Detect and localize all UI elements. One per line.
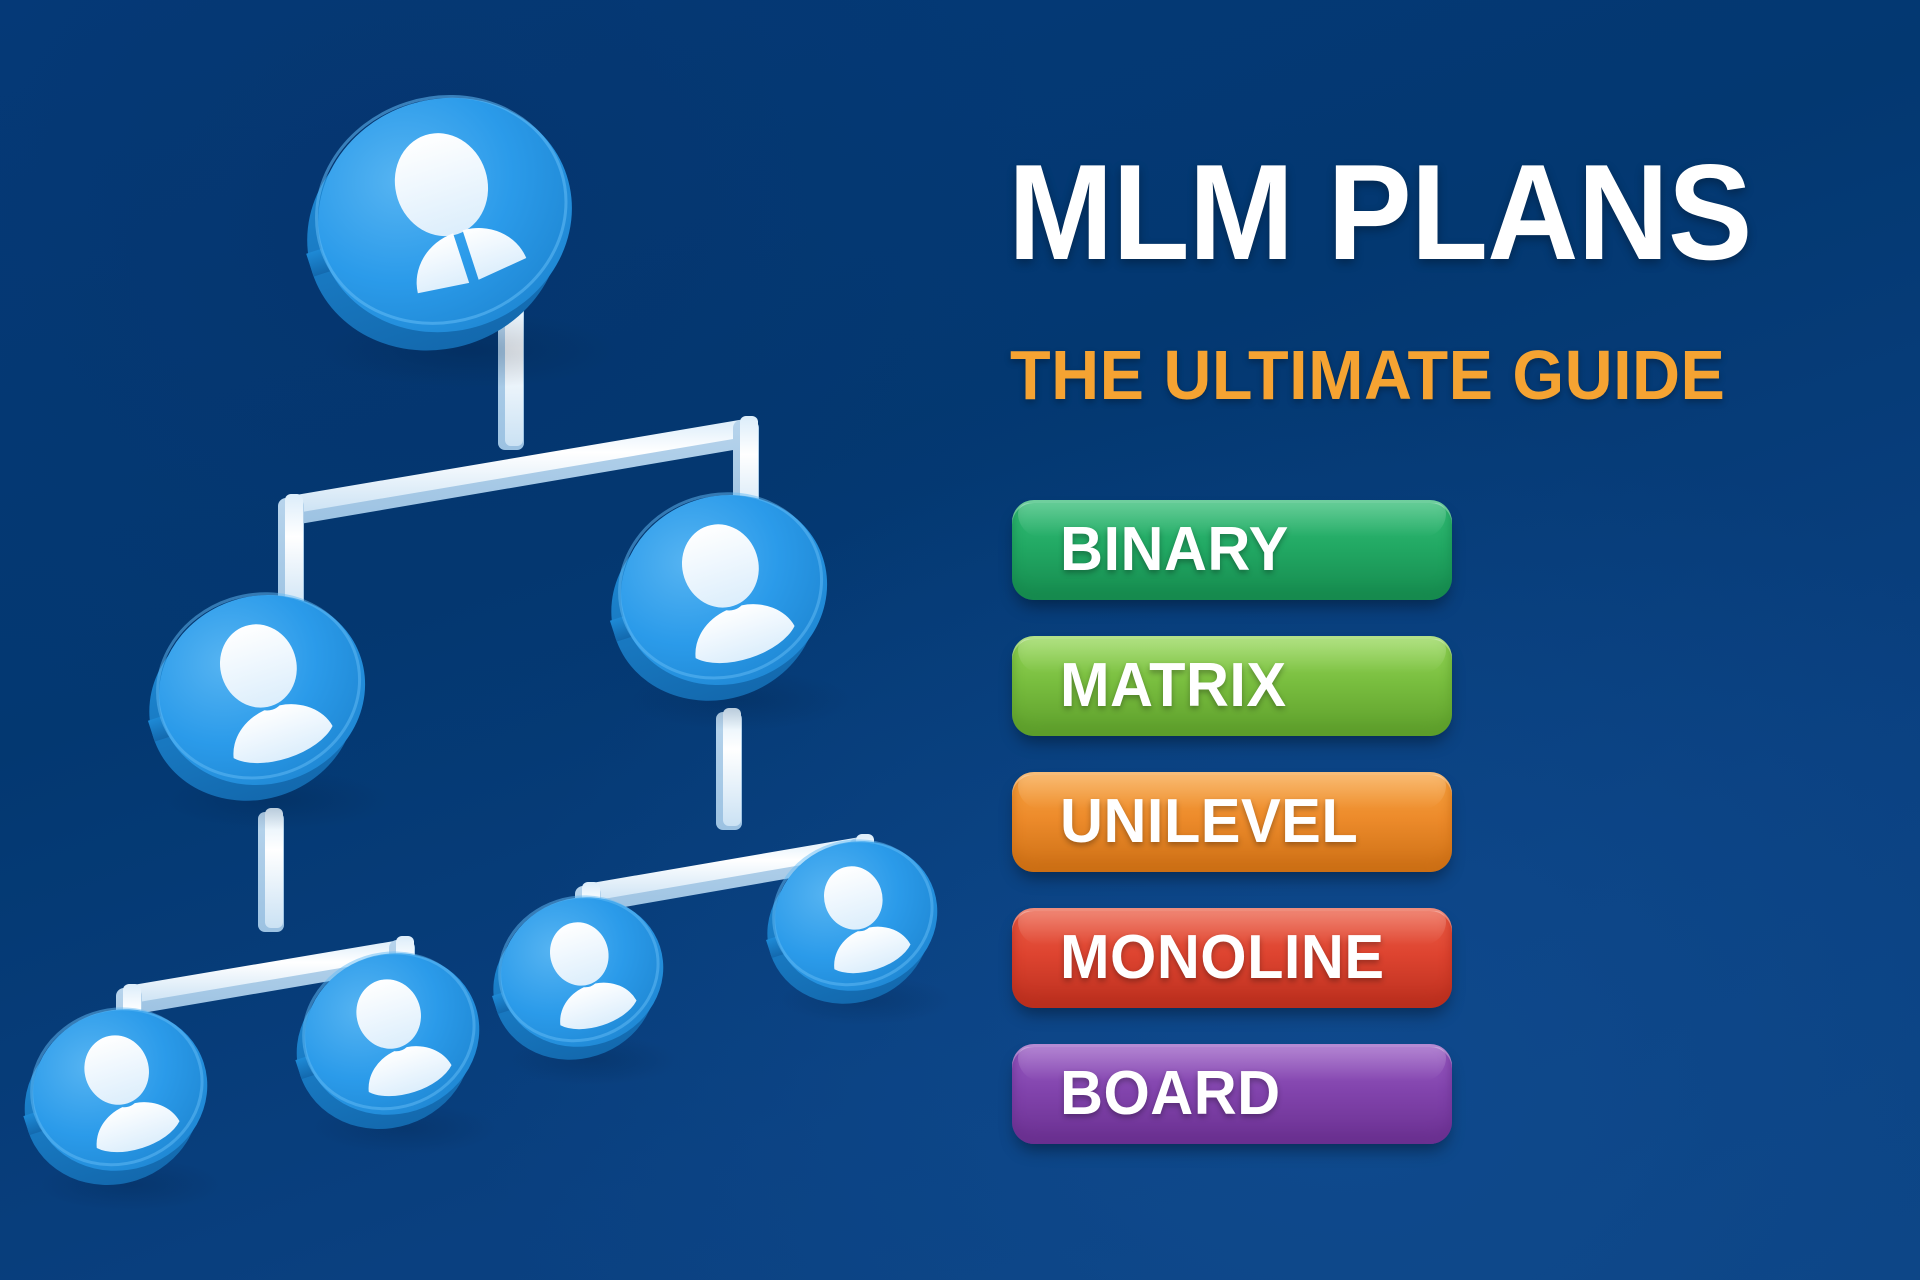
- user-icon: [356, 979, 452, 1097]
- connector-root-bus: [288, 419, 745, 526]
- connector-right-bus: [584, 837, 860, 914]
- plan-chip[interactable]: MATRIX: [1012, 636, 1452, 736]
- plan-chip-label: BOARD: [1060, 1059, 1281, 1128]
- user-icon: [219, 624, 333, 764]
- plan-chip-label: BINARY: [1060, 515, 1289, 584]
- tree-node-leaf-4: [766, 839, 952, 1025]
- org-tree-diagram: [23, 95, 952, 1211]
- tree-node-leaf-2: [295, 951, 496, 1154]
- plan-list: BINARY MATRIX UNILEVEL MONOLINE BOARD: [1012, 500, 1452, 1180]
- connector-right-stem: [716, 708, 742, 830]
- content-panel: MLM PLANS THE ULTIMATE GUIDE BINARY MATRI…: [1000, 0, 1920, 1280]
- page-title: MLM PLANS: [1008, 136, 1752, 288]
- plan-chip-label: UNILEVEL: [1060, 787, 1359, 856]
- plan-chip[interactable]: BOARD: [1012, 1044, 1452, 1144]
- plan-chip[interactable]: MONOLINE: [1012, 908, 1452, 1008]
- tree-node-right-branch: [609, 492, 852, 730]
- plan-chip-label: MONOLINE: [1060, 923, 1385, 992]
- user-icon: [823, 866, 911, 974]
- connector-left-stem: [258, 808, 284, 932]
- connector-left-bus: [125, 940, 400, 1016]
- tree-node-leaf-3: [492, 895, 678, 1085]
- plan-chip[interactable]: BINARY: [1012, 500, 1452, 600]
- plan-chip[interactable]: UNILEVEL: [1012, 772, 1452, 872]
- tree-node-root: [306, 95, 620, 388]
- user-icon: [549, 922, 637, 1030]
- plan-chip-label: MATRIX: [1060, 651, 1287, 720]
- page-subtitle: THE ULTIMATE GUIDE: [1010, 336, 1726, 414]
- user-icon: [681, 524, 795, 664]
- user-group-icon: [394, 133, 527, 294]
- user-icon: [84, 1035, 180, 1153]
- tree-node-left-branch: [147, 592, 390, 830]
- tree-node-leaf-1: [23, 1007, 224, 1211]
- org-tree-canvas: [23, 95, 952, 1211]
- connector-left-drop: [278, 494, 304, 620]
